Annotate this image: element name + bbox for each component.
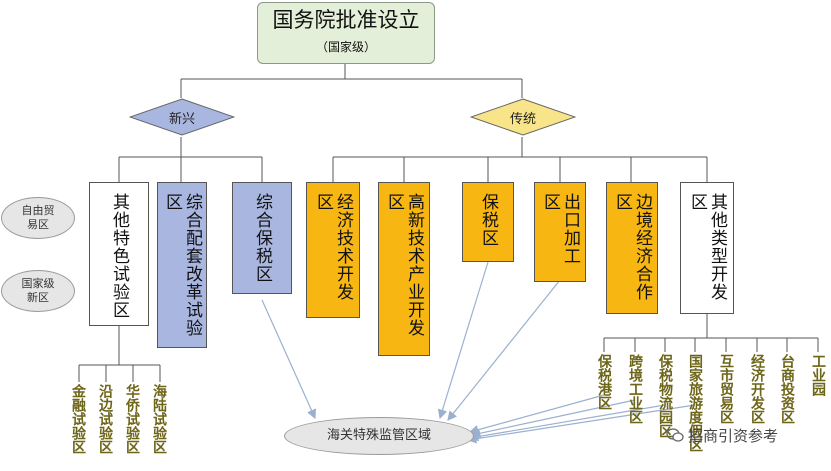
- sub-land-sea-pilot: 海陆试验区: [151, 384, 167, 454]
- box-high-tech-zone: 高新技术产业开发区: [378, 182, 430, 356]
- comprehensive-reform-zone-label: 综合配套改革试验区: [162, 193, 202, 337]
- export-processing-zone-label: 出口加工区: [540, 193, 580, 265]
- box-econ-tech-dev-zone: 经济技术开发区: [306, 182, 360, 318]
- bonded-zone-label: 保税区: [478, 193, 498, 247]
- other-dev-zone-label: 其他类型开发区: [687, 193, 727, 301]
- high-tech-zone-label: 高新技术产业开发区: [384, 193, 424, 337]
- sub-cross-border-industrial: 跨境工业区: [627, 354, 643, 424]
- sub-industrial-park: 工业园: [810, 354, 826, 396]
- sub-economic-dev-zone: 经济开发区: [749, 354, 765, 424]
- comprehensive-bonded-zone-label: 综合保税区: [252, 193, 272, 283]
- box-border-coop-zone: 边境经济合作区: [606, 182, 658, 314]
- ellipse-national-new-area: 国家级新区: [1, 270, 75, 312]
- customs-special-supervision-label: 海关特殊监管区域: [326, 428, 431, 443]
- sub-border-pilot: 沿边试验区: [97, 384, 113, 454]
- sub-bonded-logistics-park: 保税物流园区: [657, 354, 673, 438]
- sub-national-tourism-resort: 国家旅游度假区: [687, 354, 703, 452]
- diamond-traditional-label: 传统: [509, 111, 536, 127]
- sub-bonded-port: 保税港区: [596, 354, 612, 410]
- box-special-pilot-zone: 其他特色试验区: [89, 182, 149, 326]
- diamond-new: 新兴: [129, 98, 235, 136]
- watermark-text: 招商引资参考: [688, 426, 779, 445]
- free-trade-zone-label: 自由贸易区: [21, 204, 55, 231]
- box-other-dev-zone: 其他类型开发区: [680, 182, 734, 314]
- ellipse-free-trade-zone: 自由贸易区: [1, 197, 75, 239]
- national-new-area-label: 国家级新区: [21, 277, 55, 304]
- box-bonded-zone: 保税区: [462, 182, 514, 262]
- customs-special-supervision-area: 海关特殊监管区域: [284, 417, 474, 455]
- sub-border-trade-zone: 互市贸易区: [718, 354, 734, 424]
- wechat-icon: [666, 428, 684, 442]
- box-export-processing-zone: 出口加工区: [534, 182, 586, 282]
- sub-overseas-chinese-pilot: 华侨试验区: [124, 384, 140, 454]
- econ-tech-dev-zone-label: 经济技术开发区: [313, 193, 353, 301]
- watermark: 招商引资参考: [666, 424, 826, 446]
- sub-finance-pilot: 金融试验区: [70, 384, 86, 454]
- diamond-traditional: 传统: [470, 98, 576, 136]
- root-subtitle: （国家级）: [315, 40, 376, 54]
- special-pilot-zone-label: 其他特色试验区: [109, 193, 129, 319]
- root-node: 国务院批准设立 （国家级）: [257, 2, 435, 64]
- box-comprehensive-reform-zone: 综合配套改革试验区: [157, 182, 207, 348]
- box-comprehensive-bonded-zone: 综合保税区: [232, 182, 292, 294]
- root-title: 国务院批准设立: [272, 8, 420, 32]
- border-coop-zone-label: 边境经济合作区: [612, 193, 652, 301]
- sub-taiwan-investment-zone: 台商投资区: [779, 354, 795, 424]
- diamond-new-label: 新兴: [168, 111, 195, 127]
